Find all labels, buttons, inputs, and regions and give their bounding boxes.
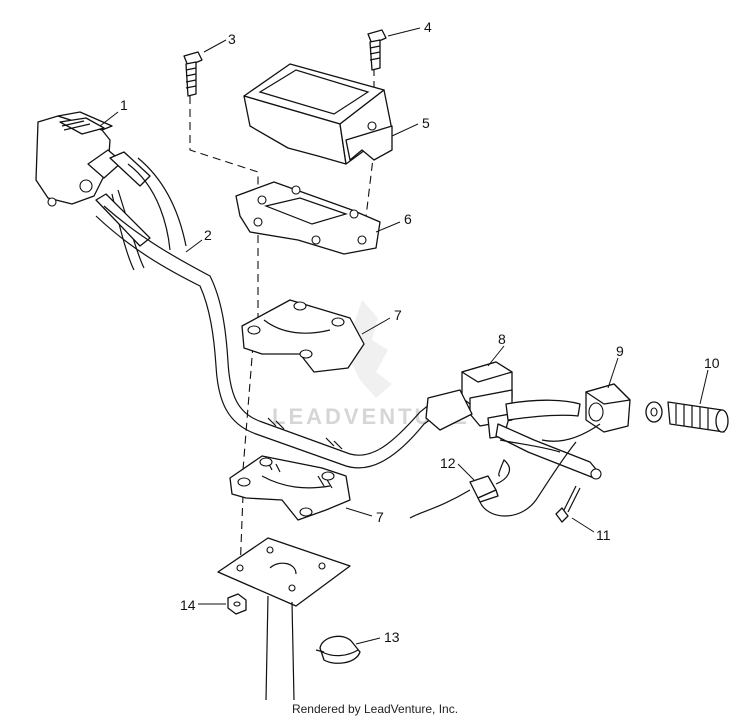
switch-housing [35, 111, 151, 207]
callout-4: 4 [424, 19, 432, 35]
brake-master-cylinder [425, 361, 513, 439]
callout-2: 2 [204, 227, 212, 243]
brake-lever [495, 399, 602, 480]
hand-grip [645, 401, 729, 433]
callouts: 1 2 3 4 5 6 7 7 8 9 10 11 12 13 14 [120, 19, 720, 645]
callout-8: 8 [498, 331, 506, 347]
handlebar [95, 205, 445, 469]
throttle-housing [541, 383, 631, 442]
upper-clamp [241, 299, 365, 373]
gasket-plate [235, 181, 381, 255]
screw [555, 485, 581, 523]
bolt-3 [183, 51, 203, 97]
bolt-4 [367, 29, 387, 71]
mount-plate [217, 537, 351, 607]
callout-12: 12 [440, 455, 456, 471]
callout-14: 14 [180, 597, 196, 613]
hose-clamp [315, 635, 361, 664]
watermark-logo [350, 300, 392, 398]
callout-7-lower: 7 [376, 509, 384, 525]
callout-7-upper: 7 [394, 307, 402, 323]
lower-clamp [229, 455, 351, 521]
callout-13: 13 [384, 629, 400, 645]
callout-10: 10 [704, 355, 720, 371]
callout-9: 9 [616, 343, 624, 359]
footer-credit: Rendered by LeadVenture, Inc. [291, 702, 459, 716]
callout-3: 3 [228, 31, 236, 47]
leader-lines [99, 27, 709, 645]
hex-nut [227, 593, 247, 615]
callout-11: 11 [596, 527, 611, 543]
callout-6: 6 [404, 211, 412, 227]
wire-connector [409, 441, 577, 519]
steering-post [265, 595, 295, 701]
callout-1: 1 [120, 97, 128, 113]
switch-cables [95, 157, 187, 271]
callout-5: 5 [422, 115, 430, 131]
handlebar-cover [243, 63, 393, 165]
